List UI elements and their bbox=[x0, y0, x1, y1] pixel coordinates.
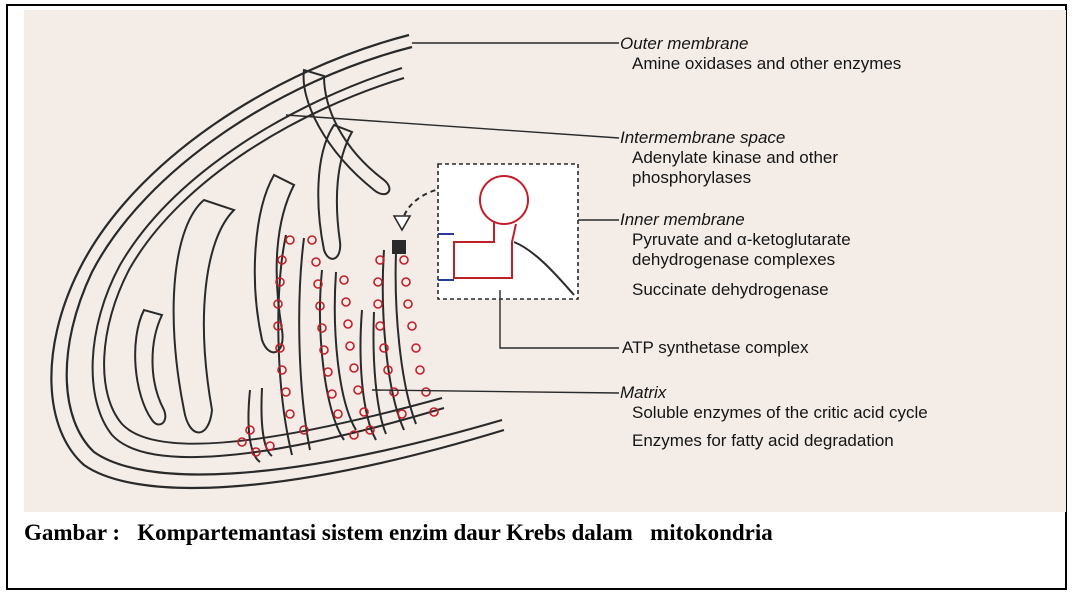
label-matrix: Matrix Soluble enzymes of the critic aci… bbox=[620, 383, 928, 451]
label-outer-membrane: Outer membrane Amine oxidases and other … bbox=[620, 34, 901, 74]
figure-caption: Gambar : Kompartemantasi sistem enzim da… bbox=[24, 520, 773, 546]
label-desc: Soluble enzymes of the critic acid cycle bbox=[620, 403, 928, 423]
inner-membrane-shape bbox=[93, 68, 444, 457]
label-desc: ATP synthetase complex bbox=[622, 338, 808, 358]
inset-arrow-head bbox=[394, 216, 410, 230]
cristae-shape bbox=[135, 70, 389, 433]
label-desc: Pyruvate and α-ketoglutarate bbox=[620, 230, 851, 250]
lower-cristae-shape bbox=[248, 235, 416, 462]
label-desc: Succinate dehydrogenase bbox=[620, 280, 851, 300]
caption-prefix: Gambar : bbox=[24, 520, 120, 545]
label-desc: phosphorylases bbox=[620, 168, 838, 188]
label-heading: Matrix bbox=[620, 383, 928, 403]
label-desc: Adenylate kinase and other bbox=[620, 148, 838, 168]
label-heading: Inner membrane bbox=[620, 210, 851, 230]
label-desc: Enzymes for fatty acid degradation bbox=[620, 431, 928, 451]
label-intermembrane-space: Intermembrane space Adenylate kinase and… bbox=[620, 128, 838, 188]
atp-synthase-particles bbox=[238, 236, 438, 456]
caption-text: Kompartemantasi sistem enzim daur Krebs … bbox=[137, 520, 772, 545]
mitochondrion-diagram: Outer membrane Amine oxidases and other … bbox=[24, 10, 1066, 512]
label-desc: Amine oxidases and other enzymes bbox=[620, 54, 901, 74]
label-heading: Outer membrane bbox=[620, 34, 901, 54]
inset-box bbox=[438, 164, 578, 299]
label-atp-synthetase: ATP synthetase complex bbox=[622, 338, 808, 358]
label-desc: dehydrogenase complexes bbox=[620, 250, 851, 270]
label-heading: Intermembrane space bbox=[620, 128, 838, 148]
label-inner-membrane: Inner membrane Pyruvate and α-ketoglutar… bbox=[620, 210, 851, 300]
inset-source-marker bbox=[392, 240, 406, 254]
